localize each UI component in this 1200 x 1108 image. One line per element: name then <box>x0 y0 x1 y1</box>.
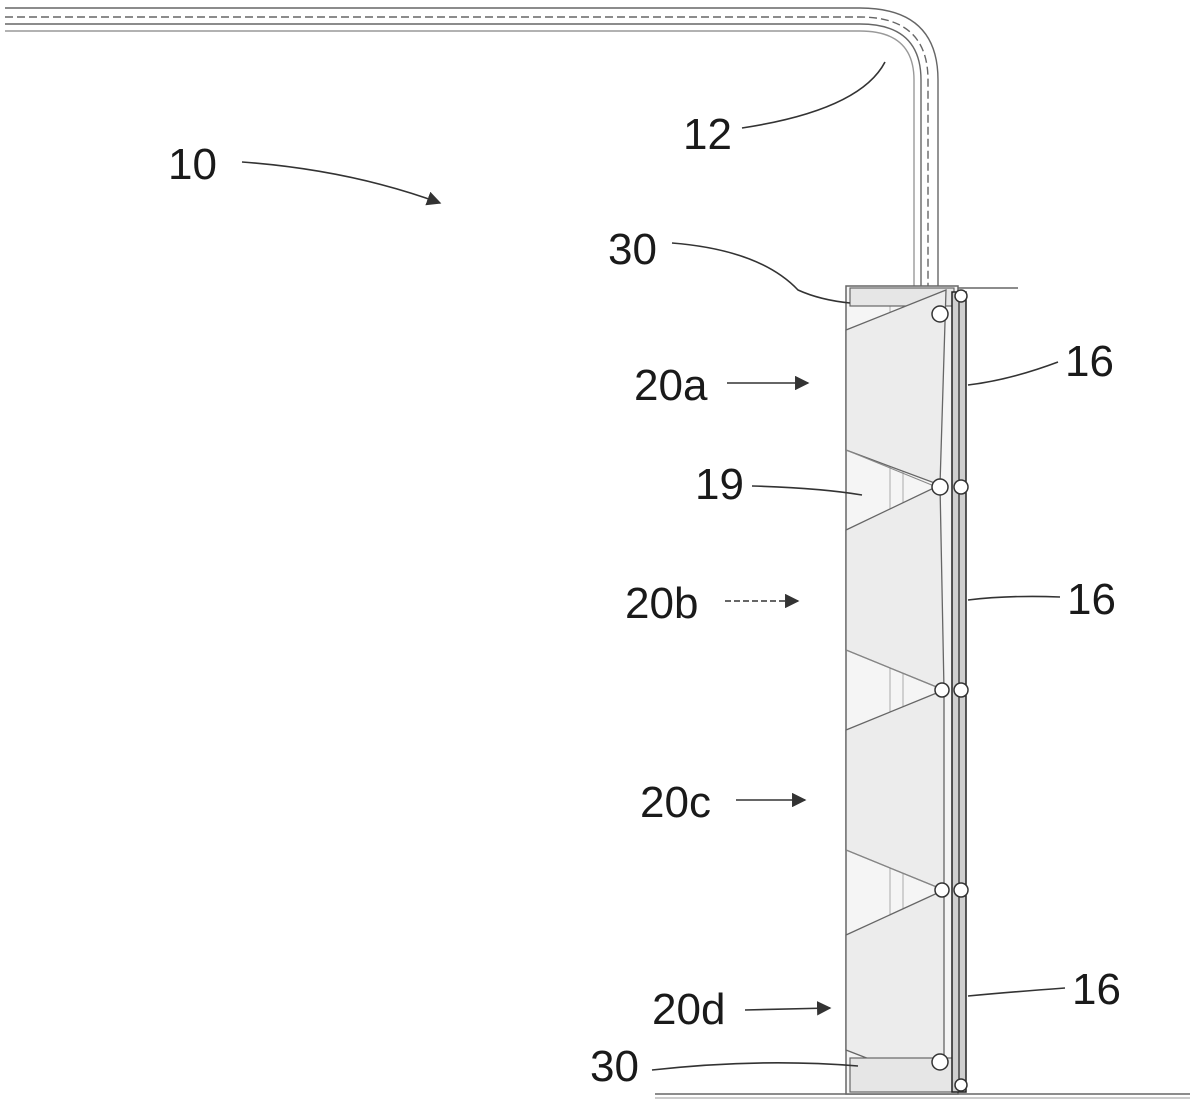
leader-30-bottom <box>651 1062 859 1071</box>
label-rail-a: 16 <box>1065 337 1114 386</box>
leader-16-b <box>967 595 1061 601</box>
label-rail-d: 16 <box>1072 965 1121 1014</box>
cable <box>5 7 939 1090</box>
label-section-a: 20a <box>634 361 708 410</box>
label-joint: 19 <box>695 460 744 509</box>
leader-30-top <box>671 242 851 304</box>
joint <box>845 449 945 891</box>
label-section-d: 20d <box>652 985 726 1034</box>
leader-12 <box>741 61 886 129</box>
label-section-b: 20b <box>625 579 699 628</box>
leader-10 <box>241 161 442 206</box>
leader-lines <box>241 61 1066 1071</box>
label-cap-top: 30 <box>608 225 657 274</box>
leader-19 <box>751 485 863 496</box>
label-assembly: 10 <box>168 140 217 189</box>
label-cap-bottom: 30 <box>590 1042 639 1091</box>
leader-16-d <box>967 987 1066 997</box>
label-rail-b: 16 <box>1067 575 1116 624</box>
hinge-joints <box>931 289 969 1092</box>
leader-20d <box>744 1001 832 1016</box>
leader-16-a <box>967 361 1059 386</box>
label-section-c: 20c <box>640 778 711 827</box>
label-cable: 12 <box>683 110 732 159</box>
